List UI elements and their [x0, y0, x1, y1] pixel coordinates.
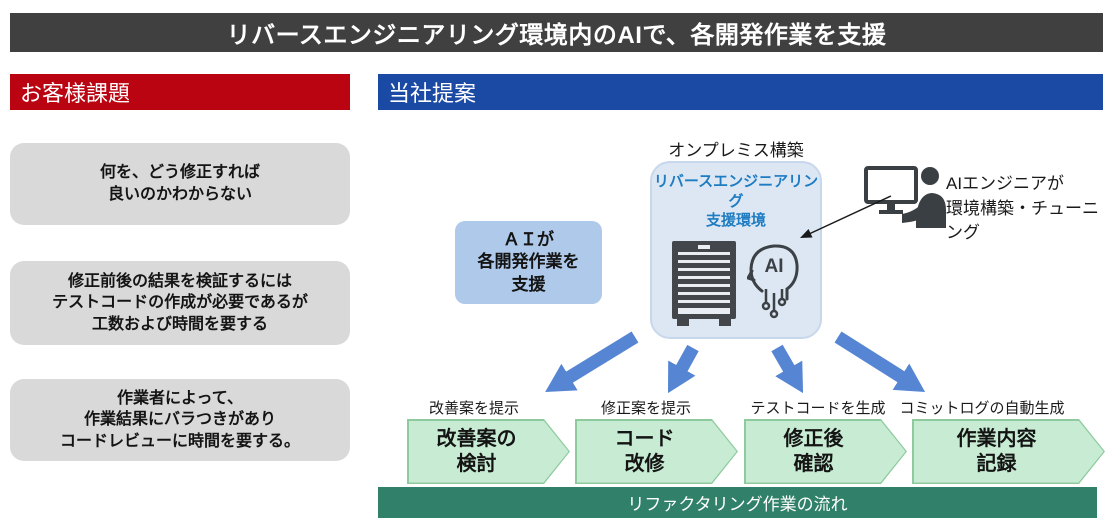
issue-line: 作業結果にバラつきがあり [83, 411, 276, 429]
svg-text:AI: AI [765, 256, 784, 277]
page-title: リバースエンジニアリング環境内のAIで、各開発作業を支援 [10, 13, 1103, 52]
issue-line: 工数および時間を要する [91, 315, 268, 333]
issue-line: 作業者によって、 [117, 389, 243, 407]
our-proposal-header: 当社提案 [378, 74, 1103, 110]
ai-support-callout: ＡＩが 各開発作業を 支援 [455, 221, 602, 304]
issue-line: コードレビューに時間を要する。 [59, 432, 300, 450]
flow-step-3: 修正後 確認 [744, 419, 907, 484]
flow-step-4: 作業内容 記録 [912, 419, 1105, 484]
server-icon [671, 240, 737, 332]
pointer-arrow-icon [794, 190, 896, 253]
step-output-label-4: コミットログの自動生成 [899, 400, 1065, 417]
step-output-label-3: テストコードを生成 [750, 400, 886, 417]
issue-line: 何を、どう修正すれば [99, 164, 260, 182]
flow-step-2: コード 改修 [575, 419, 738, 484]
ai-head-icon: AI [745, 241, 801, 330]
flow-step-1: 改善案の 検討 [407, 419, 570, 484]
issue-line: 修正前後の結果を検証するには [67, 272, 292, 290]
engineer-note: AIエンジニアが 環境構築・チューニング [946, 174, 1099, 243]
issue-line: 良いのかわからない [107, 186, 252, 203]
customer-issues-header: お客様課題 [10, 74, 350, 110]
issue-box-2: 修正前後の結果を検証するには テストコードの作成が必要であるが 工数および時間を… [10, 261, 350, 345]
engineer-at-computer-icon [864, 166, 956, 233]
issue-box-1: 何を、どう修正すれば 良いのかわからない [10, 143, 350, 225]
env-box-title: リバースエンジニアリング 支援環境 [653, 173, 819, 229]
issue-line: テストコードの作成が必要であるが [52, 294, 308, 312]
issue-box-3: 作業者によって、 作業結果にバラつきがあり コードレビューに時間を要する。 [10, 379, 350, 461]
refactoring-flow-bar: リファクタリング作業の流れ [378, 487, 1097, 518]
reverse-engineering-env-box: リバースエンジニアリング 支援環境 [650, 161, 822, 339]
onpremise-label: オンプレミス構築 [668, 141, 804, 160]
env-icons: AI [652, 240, 820, 332]
step-output-label-1: 改善案を提示 [428, 400, 520, 417]
step-output-label-2: 修正案を提示 [600, 400, 692, 417]
fan-arrows-icon [400, 330, 960, 405]
